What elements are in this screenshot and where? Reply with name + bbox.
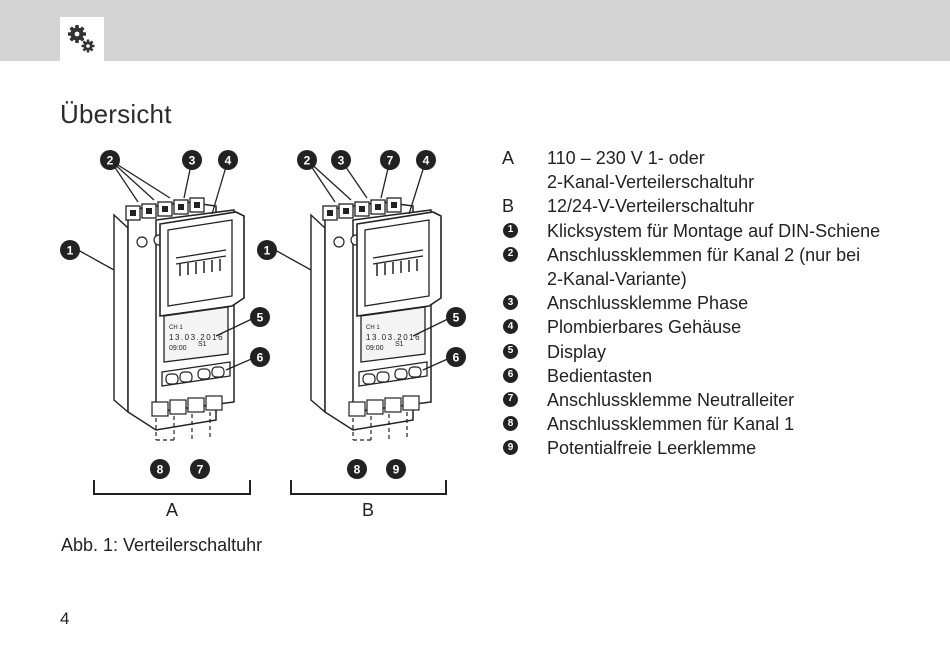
callout-a-3: 3	[189, 154, 196, 168]
device-b-display-channel: CH 1	[366, 325, 380, 331]
callout-a-5: 5	[257, 311, 264, 325]
legend-item: A 110 – 230 V 1- oder	[501, 146, 946, 170]
device-a-display-date: 13.03.2016	[169, 333, 224, 342]
legend-key: 3	[501, 291, 547, 315]
page-number: 4	[60, 609, 70, 628]
legend-text: Anschlussklemmen für Kanal 2 (nur bei	[547, 244, 861, 265]
legend-item: 2-Kanal-Verteilerschaltuhr	[501, 170, 946, 194]
legend-key: A	[501, 146, 547, 170]
legend-item: 4 Plombierbares Gehäuse	[501, 315, 946, 339]
legend-key-number-badge: 8	[503, 416, 518, 432]
legend-text: Bedientasten	[547, 365, 653, 386]
legend-item: 8 Anschlussklemmen für Kanal 1	[501, 412, 946, 436]
legend-key	[501, 170, 547, 194]
legend-key-number-badge: 6	[503, 367, 518, 383]
legend-key: 8	[501, 412, 547, 436]
legend-key-number-badge: 5	[503, 343, 518, 359]
callout-b-5: 5	[453, 311, 460, 325]
callout-b-2: 2	[304, 154, 311, 168]
legend-item: B 12/24-V-Verteilerschaltuhr	[501, 194, 946, 218]
legend-text: Anschlussklemme Neutralleiter	[547, 390, 795, 411]
legend-key: B	[501, 194, 547, 218]
legend-text: Plombierbares Gehäuse	[547, 317, 742, 338]
device-a-label: A	[166, 500, 178, 520]
page-title: Übersicht	[60, 99, 172, 129]
callout-b-8: 8	[354, 463, 361, 477]
legend-key: 9	[501, 436, 547, 460]
legend-item: 9 Potentialfreie Leerklemme	[501, 436, 946, 460]
header-bar	[0, 0, 950, 61]
legend-key-number-badge: 7	[503, 392, 518, 408]
callouts-a: 2 3 4 1 5 6 8 7	[60, 150, 270, 479]
section-tab	[60, 17, 104, 68]
device-a: CH 1 13.03.2016 09:00 S1 2 3 4	[60, 150, 270, 520]
legend-key: 6	[501, 364, 547, 388]
legend-item: 7 Anschlussklemme Neutralleiter	[501, 388, 946, 412]
bracket-a	[93, 480, 251, 495]
device-illustration: CH 1 13.03.2016 09:00 S1 2 3 4	[60, 150, 466, 520]
callout-a-4: 4	[225, 154, 232, 168]
legend-item: 3 Anschlussklemme Phase	[501, 291, 946, 315]
gears-icon	[68, 25, 95, 53]
legend-item: 2-Kanal-Variante)	[501, 267, 946, 291]
device-b-display-date: 13.03.2016	[366, 333, 421, 342]
legend-key-number-badge: 4	[503, 319, 518, 335]
legend-text: Anschlussklemmen für Kanal 1	[547, 414, 795, 435]
device-figure: CH 1 13.03.2016 09:00 S1 2 3 4	[56, 140, 476, 525]
device-b: CH 1 13.03.2016 09:00 S1 2 3 7	[257, 150, 466, 520]
legend-text: Klicksystem für Montage auf DIN-Schiene	[547, 220, 881, 241]
legend-text: 2-Kanal-Variante)	[547, 269, 687, 290]
legend-text: Potentialfreie Leerklemme	[547, 438, 757, 459]
device-b-label: B	[362, 500, 374, 520]
legend-key-letter: B	[502, 196, 515, 217]
legend-key: 5	[501, 340, 547, 364]
legend-text: 12/24-V-Verteilerschaltuhr	[547, 196, 755, 217]
callout-a-1: 1	[67, 244, 74, 258]
device-b-display-time: 09:00	[366, 345, 384, 352]
legend-text: Display	[547, 341, 607, 362]
device-a-display-channel: CH 1	[169, 325, 183, 331]
legend-key-number-badge: 3	[503, 295, 518, 311]
device-b-display-slot: S1	[395, 341, 404, 348]
legend-key-number-badge: 9	[503, 440, 518, 456]
legend-text: 2-Kanal-Verteilerschaltuhr	[547, 172, 755, 193]
legend-item: 6 Bedientasten	[501, 364, 946, 388]
legend-key: 4	[501, 315, 547, 339]
legend-text: Anschlussklemme Phase	[547, 293, 749, 314]
callout-b-3: 3	[338, 154, 345, 168]
callout-a-6: 6	[257, 351, 264, 365]
callout-b-1: 1	[264, 244, 271, 258]
callout-b-9: 9	[393, 463, 400, 477]
legend-item: 2 Anschlussklemmen für Kanal 2 (nur bei	[501, 243, 946, 267]
bracket-b	[290, 480, 447, 495]
legend-item: 1 Klicksystem für Montage auf DIN-Schiene	[501, 219, 946, 243]
legend-text: 110 – 230 V 1- oder	[547, 148, 705, 168]
callout-a-2: 2	[107, 154, 114, 168]
legend-key-letter: A	[502, 148, 515, 168]
legend-key	[501, 267, 547, 291]
legend-key: 7	[501, 388, 547, 412]
callout-b-4: 4	[423, 154, 430, 168]
device-a-display-slot: S1	[198, 341, 207, 348]
callout-b-7: 7	[387, 154, 394, 168]
callout-b-6: 6	[453, 351, 460, 365]
legend-list: A 110 – 230 V 1- oder 2-Kanal-Verteilersch…	[501, 146, 946, 461]
device-a-display-time: 09:00	[169, 345, 187, 352]
legend-key-number-badge: 2	[503, 246, 518, 262]
legend-item: 5 Display	[501, 340, 946, 364]
callouts-b: 2 3 7 4 1 5 6 8 9	[257, 150, 466, 479]
legend-key: 1	[501, 219, 547, 243]
figure-caption: Abb. 1: Verteilerschaltuhr	[61, 535, 263, 555]
callout-a-7: 7	[197, 463, 204, 477]
legend-key: 2	[501, 243, 547, 267]
legend-key-number-badge: 1	[503, 222, 518, 238]
callout-a-8: 8	[157, 463, 164, 477]
